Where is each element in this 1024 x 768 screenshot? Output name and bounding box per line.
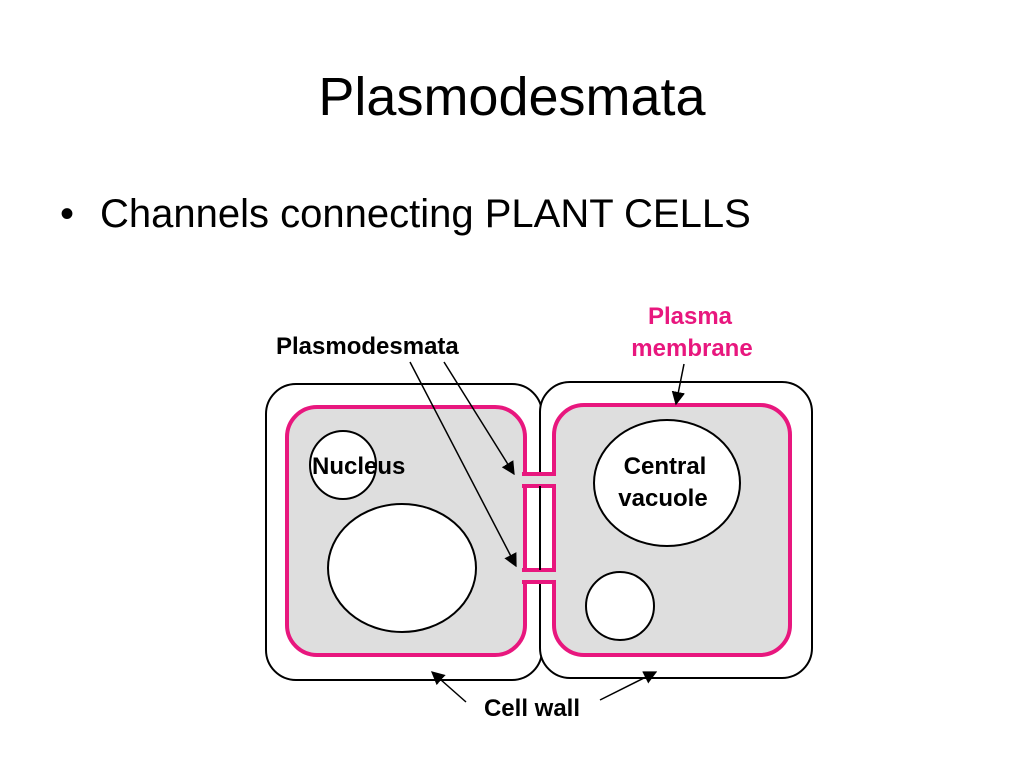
nucleus bbox=[309, 430, 377, 500]
left-cell bbox=[265, 383, 543, 681]
left-large-vacuole bbox=[327, 503, 477, 633]
central-vacuole-label-line1: Central bbox=[624, 453, 707, 480]
label-arrows bbox=[409, 361, 686, 703]
arrow-plasmodesmata-lower bbox=[409, 361, 517, 568]
cell-wall-label: Cell wall bbox=[484, 695, 580, 722]
plasma-membrane-label-line2: membrane bbox=[631, 335, 752, 362]
plasmodesmata-label: Plasmodesmata bbox=[276, 333, 459, 360]
plasmodesma-channel-lower bbox=[522, 570, 556, 582]
bullet-list: • Channels connecting PLANT CELLS bbox=[56, 186, 751, 242]
arrow-cell-wall-left bbox=[430, 671, 467, 703]
right-cell bbox=[539, 381, 813, 679]
arrow-plasma-membrane bbox=[671, 363, 686, 406]
arrow-plasmodesmata-upper bbox=[443, 361, 515, 476]
bullet-dot: • bbox=[60, 192, 75, 236]
bullet-item: • Channels connecting PLANT CELLS bbox=[56, 186, 751, 242]
right-small-vesicle bbox=[585, 571, 655, 641]
central-vacuole bbox=[593, 419, 741, 547]
plasma-membrane-label-line1: Plasma bbox=[648, 303, 733, 330]
nucleus-label: Nucleus bbox=[312, 453, 405, 480]
arrow-cell-wall-right bbox=[599, 671, 658, 701]
central-vacuole-label-line2: vacuole bbox=[618, 485, 707, 512]
plasmodesma-channel-upper bbox=[522, 474, 556, 486]
slide-title: Plasmodesmata bbox=[318, 67, 706, 127]
plasmodesmata-channels bbox=[522, 472, 556, 584]
bullet-text: Channels connecting PLANT CELLS bbox=[100, 192, 751, 236]
